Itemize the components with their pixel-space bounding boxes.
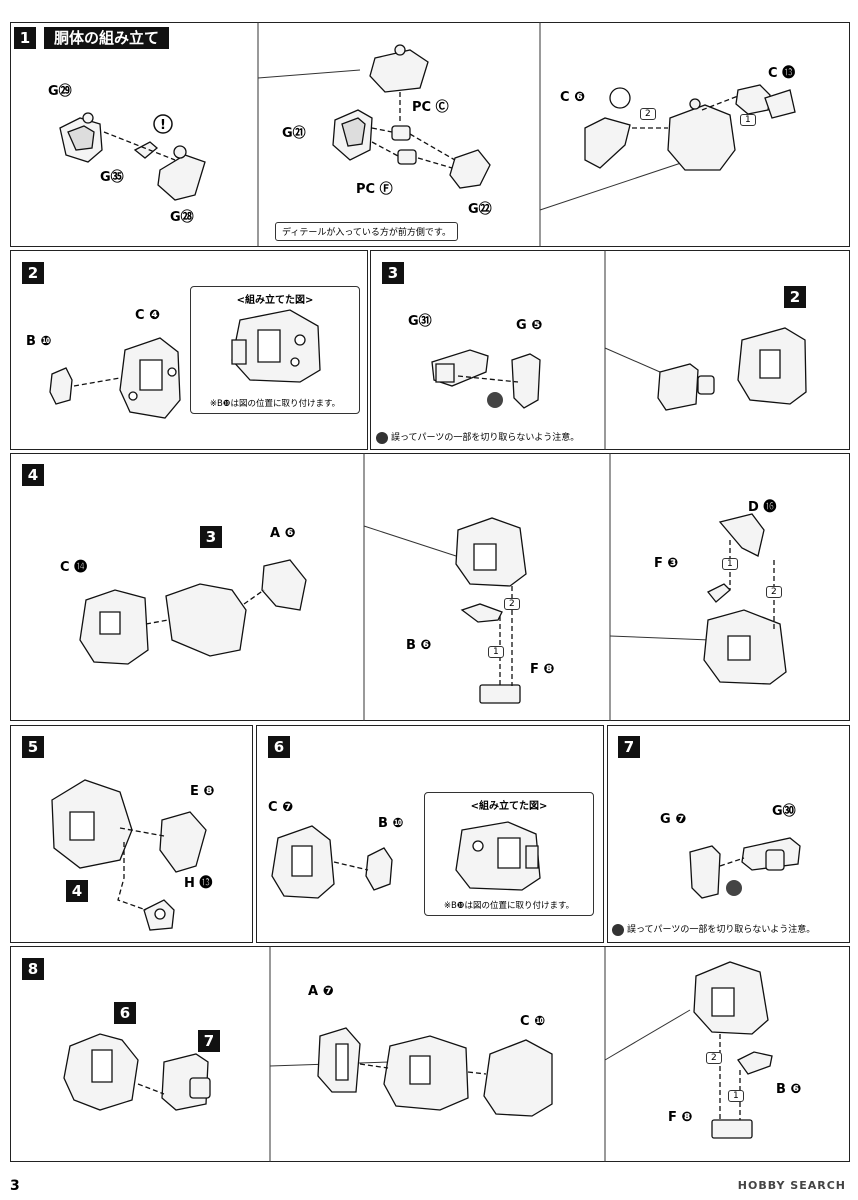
step4-label-d16: D ⓰ — [748, 500, 777, 515]
step8-ref-6: 6 — [114, 1002, 136, 1024]
step3-label-g5: G ❺ — [516, 318, 543, 333]
step1-panel — [10, 22, 850, 247]
step5-label-e8: E ❽ — [190, 784, 215, 799]
page-number: 3 — [10, 1178, 20, 1194]
step4-order-1a: 1 — [488, 646, 504, 658]
step4-label-f3: F ❸ — [654, 556, 679, 571]
step4-order-1b: 1 — [722, 558, 738, 570]
step8-parts-diagram — [0, 0, 858, 1170]
step1-order-2: 2 — [640, 108, 656, 120]
step6-assembled-title: <組み立てた図> — [470, 801, 548, 812]
step7-label-g7: G ❼ — [660, 812, 687, 827]
step8-order-2: 2 — [706, 1052, 722, 1064]
step6-parts-diagram — [0, 0, 858, 950]
step1-label-g21: G㉑ — [282, 126, 306, 141]
step8-ref-7: 7 — [198, 1030, 220, 1052]
step7-caution-text: 誤ってパーツの一部を切り取らないよう注意。 — [627, 925, 816, 935]
step1-order-1: 1 — [740, 114, 756, 126]
step7-panel — [607, 725, 850, 943]
step4-parts-diagram — [0, 0, 858, 730]
step2-assembled-diagram — [0, 0, 858, 460]
step5-number: 5 — [22, 736, 44, 758]
step4-order-2a: 2 — [504, 598, 520, 610]
step4-order-2b: 2 — [766, 586, 782, 598]
step1-label-g29: G㉙ — [48, 84, 72, 99]
step1-divider-lines — [0, 0, 858, 250]
step8-label-f8: F ❽ — [668, 1110, 693, 1125]
step2-assembled-title: <組み立てた図> — [236, 295, 314, 306]
step4-label-f8: F ❽ — [530, 662, 555, 677]
step4-ref-3: 3 — [200, 526, 222, 548]
step3-caution-note: 誤ってパーツの一部を切り取らないよう注意。 — [376, 430, 579, 444]
step3-panel — [370, 250, 850, 450]
step1-label-c6: C ❻ — [560, 90, 586, 105]
step1-title: 胴体の組み立て — [44, 27, 170, 49]
step7-number: 7 — [618, 736, 640, 758]
step4-label-c14: C ⓮ — [60, 560, 88, 575]
step2-assembled-note: ※B❿は図の位置に取り付けます。 — [209, 399, 341, 409]
step7-label-g30: G㉚ — [772, 804, 796, 819]
step7-parts-diagram — [0, 0, 858, 950]
step1-label-g28: G㉘ — [170, 210, 194, 225]
step2-panel — [10, 250, 368, 450]
step3-ref-2: 2 — [784, 286, 806, 308]
step6-label-c7: C ❼ — [268, 800, 294, 815]
step1-label-pc-f: PC Ⓕ — [356, 182, 393, 197]
step6-assembled-diagram — [0, 0, 858, 950]
caution-icon — [612, 923, 624, 936]
step1-number: 1 — [14, 27, 36, 49]
step8-number: 8 — [22, 958, 44, 980]
step1-label-pc-c: PC Ⓒ — [412, 100, 449, 115]
step1-label-c13: C ⓭ — [768, 66, 796, 81]
step5-ref-4: 4 — [66, 880, 88, 902]
step7-caution-note: 誤ってパーツの一部を切り取らないよう注意。 — [612, 922, 815, 936]
step6-assembled-note: ※B❿は図の位置に取り付けます。 — [443, 901, 575, 911]
step3-label-g31: G㉛ — [408, 314, 432, 329]
step8-label-b6: B ❻ — [776, 1082, 802, 1097]
step2-label-b10: B ❿ — [26, 334, 52, 349]
step5-parts-diagram — [0, 0, 858, 950]
step8-panel — [10, 946, 850, 1162]
step2-parts-diagram — [0, 0, 858, 460]
step8-order-1: 1 — [728, 1090, 744, 1102]
step4-panel — [10, 453, 850, 721]
step3-number: 3 — [382, 262, 404, 284]
step4-label-b6: B ❻ — [406, 638, 432, 653]
step4-number: 4 — [22, 464, 44, 486]
step2-label-c4: C ❹ — [135, 308, 161, 323]
step5-label-h13: H ⓭ — [184, 876, 213, 891]
caution-icon — [376, 431, 388, 444]
step6-number: 6 — [268, 736, 290, 758]
step3-parts-diagram — [0, 0, 858, 460]
step4-label-a6: A ❻ — [270, 526, 296, 541]
step5-panel — [10, 725, 253, 943]
step1-label-g35: G㉟ — [100, 170, 124, 185]
step8-label-c10: C ❿ — [520, 1014, 546, 1029]
step3-caution-text: 誤ってパーツの一部を切り取らないよう注意。 — [391, 433, 580, 443]
step1-parts-diagram: ! — [0, 0, 858, 250]
step6-label-b10: B ❿ — [378, 816, 404, 831]
step6-panel — [256, 725, 604, 943]
step8-label-a7: A ❼ — [308, 984, 334, 999]
step1-callout: ディテールが入っている方が前方側です。 — [275, 222, 459, 241]
watermark: HOBBY SEARCH — [737, 1179, 846, 1192]
step1-label-g22: G㉒ — [468, 202, 492, 217]
step2-number: 2 — [22, 262, 44, 284]
svg-text:!: ! — [160, 118, 166, 133]
